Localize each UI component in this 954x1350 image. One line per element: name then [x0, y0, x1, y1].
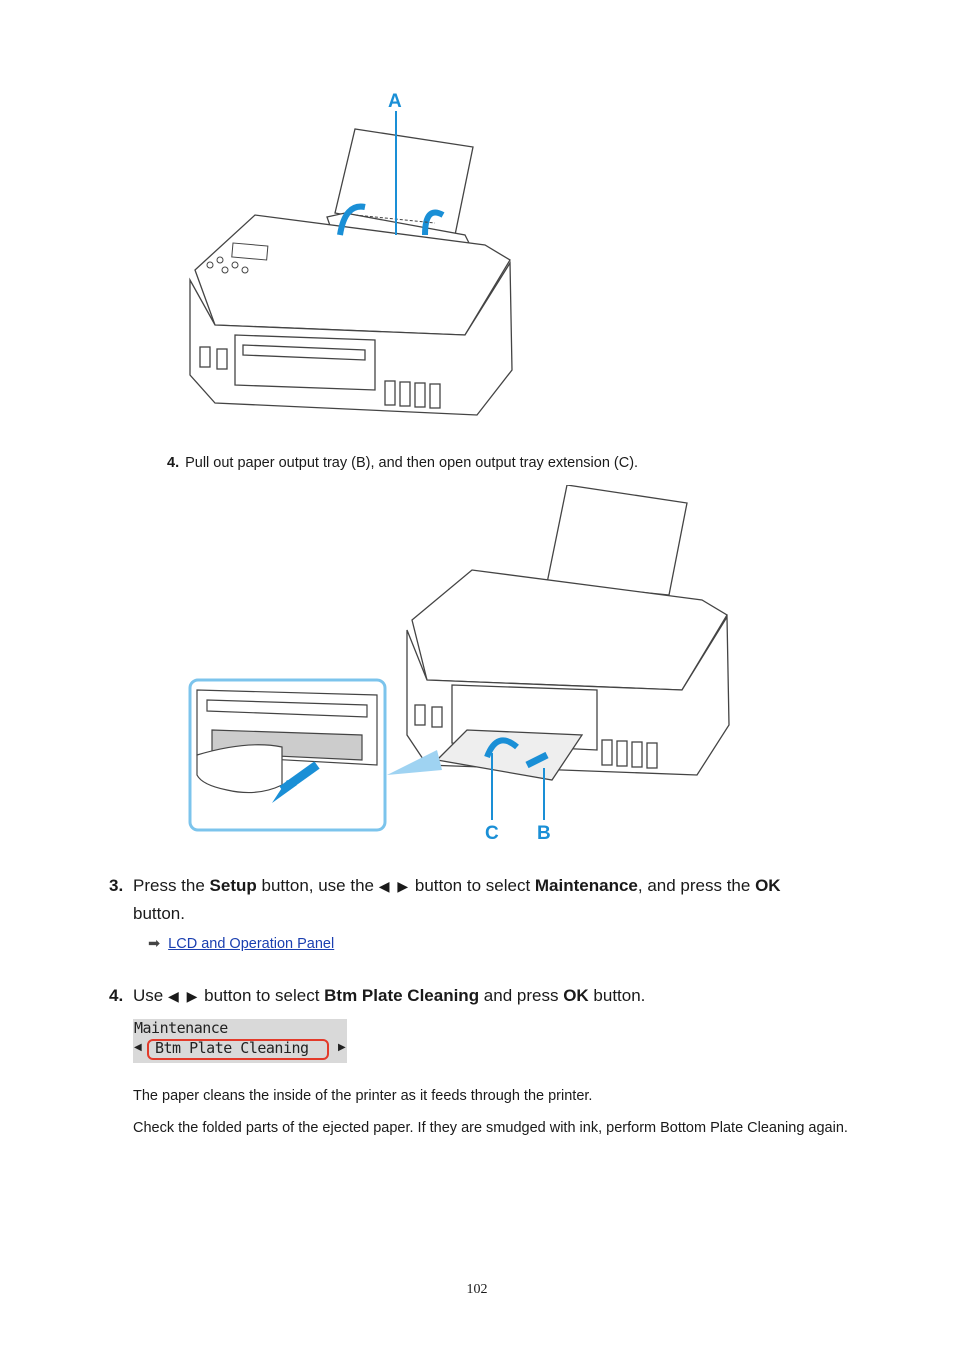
- step-text: and press: [479, 986, 564, 1005]
- link-row: ➡ LCD and Operation Panel: [148, 936, 334, 952]
- lcd-line-maintenance: Maintenance: [134, 1019, 228, 1037]
- step-text: Press the: [133, 876, 210, 895]
- step-3: 3. Press the Setup button, use the ◀ ▶ b…: [109, 872, 853, 927]
- step-4: 4. Use ◀ ▶ button to select Btm Plate Cl…: [109, 982, 853, 1010]
- step-text: button to select: [410, 876, 535, 895]
- step-text: button to select: [199, 986, 325, 1005]
- printer-figure-paper-guides: A: [189, 91, 513, 416]
- printer-figure-output-tray: C B: [188, 485, 730, 844]
- callout-a: A: [388, 91, 402, 112]
- step-text: button.: [588, 986, 646, 1005]
- lcd-screen-image: Maintenance ◀ Btm Plate Cleaning ▶: [133, 1019, 347, 1063]
- callout-b: B: [537, 823, 551, 844]
- step-text: button, use the: [256, 876, 379, 895]
- step-text: button.: [133, 904, 185, 923]
- hand: [196, 744, 283, 794]
- substep-4: 4. Pull out paper output tray (B), and th…: [167, 455, 638, 471]
- lcd-selection-highlight: [147, 1039, 329, 1060]
- lcd-right-arrow-icon: ▶: [338, 1042, 346, 1053]
- substep-text: Pull out paper output tray (B), and then…: [185, 455, 639, 471]
- callout-c: C: [485, 823, 499, 844]
- lcd-line-btm-plate-cleaning: Btm Plate Cleaning: [155, 1039, 309, 1057]
- maintenance-label: Maintenance: [534, 876, 638, 895]
- lcd-operation-panel-link[interactable]: LCD and Operation Panel: [168, 936, 335, 952]
- paragraph-paper-cleans: The paper cleans the inside of the print…: [133, 1088, 593, 1104]
- step-number: 3.: [109, 876, 124, 895]
- lcd-left-arrow-icon: ◀: [134, 1042, 142, 1053]
- setup-button-label: Setup: [209, 876, 257, 895]
- page-number: 102: [466, 1282, 488, 1297]
- btm-plate-cleaning-label: Btm Plate Cleaning: [324, 986, 480, 1005]
- arrow-buttons-icon: ◀ ▶: [167, 988, 200, 1004]
- arrow-right-icon: ➡: [148, 936, 161, 952]
- step-text: , and press the: [637, 876, 756, 895]
- paragraph-check-folded: Check the folded parts of the ejected pa…: [133, 1120, 848, 1136]
- arrow-buttons-icon: ◀ ▶: [378, 878, 411, 894]
- step-text: Use: [133, 986, 168, 1005]
- substep-number: 4.: [167, 455, 180, 471]
- ok-button-label: OK: [755, 876, 781, 895]
- ok-button-label: OK: [563, 986, 589, 1005]
- step-number: 4.: [109, 986, 124, 1005]
